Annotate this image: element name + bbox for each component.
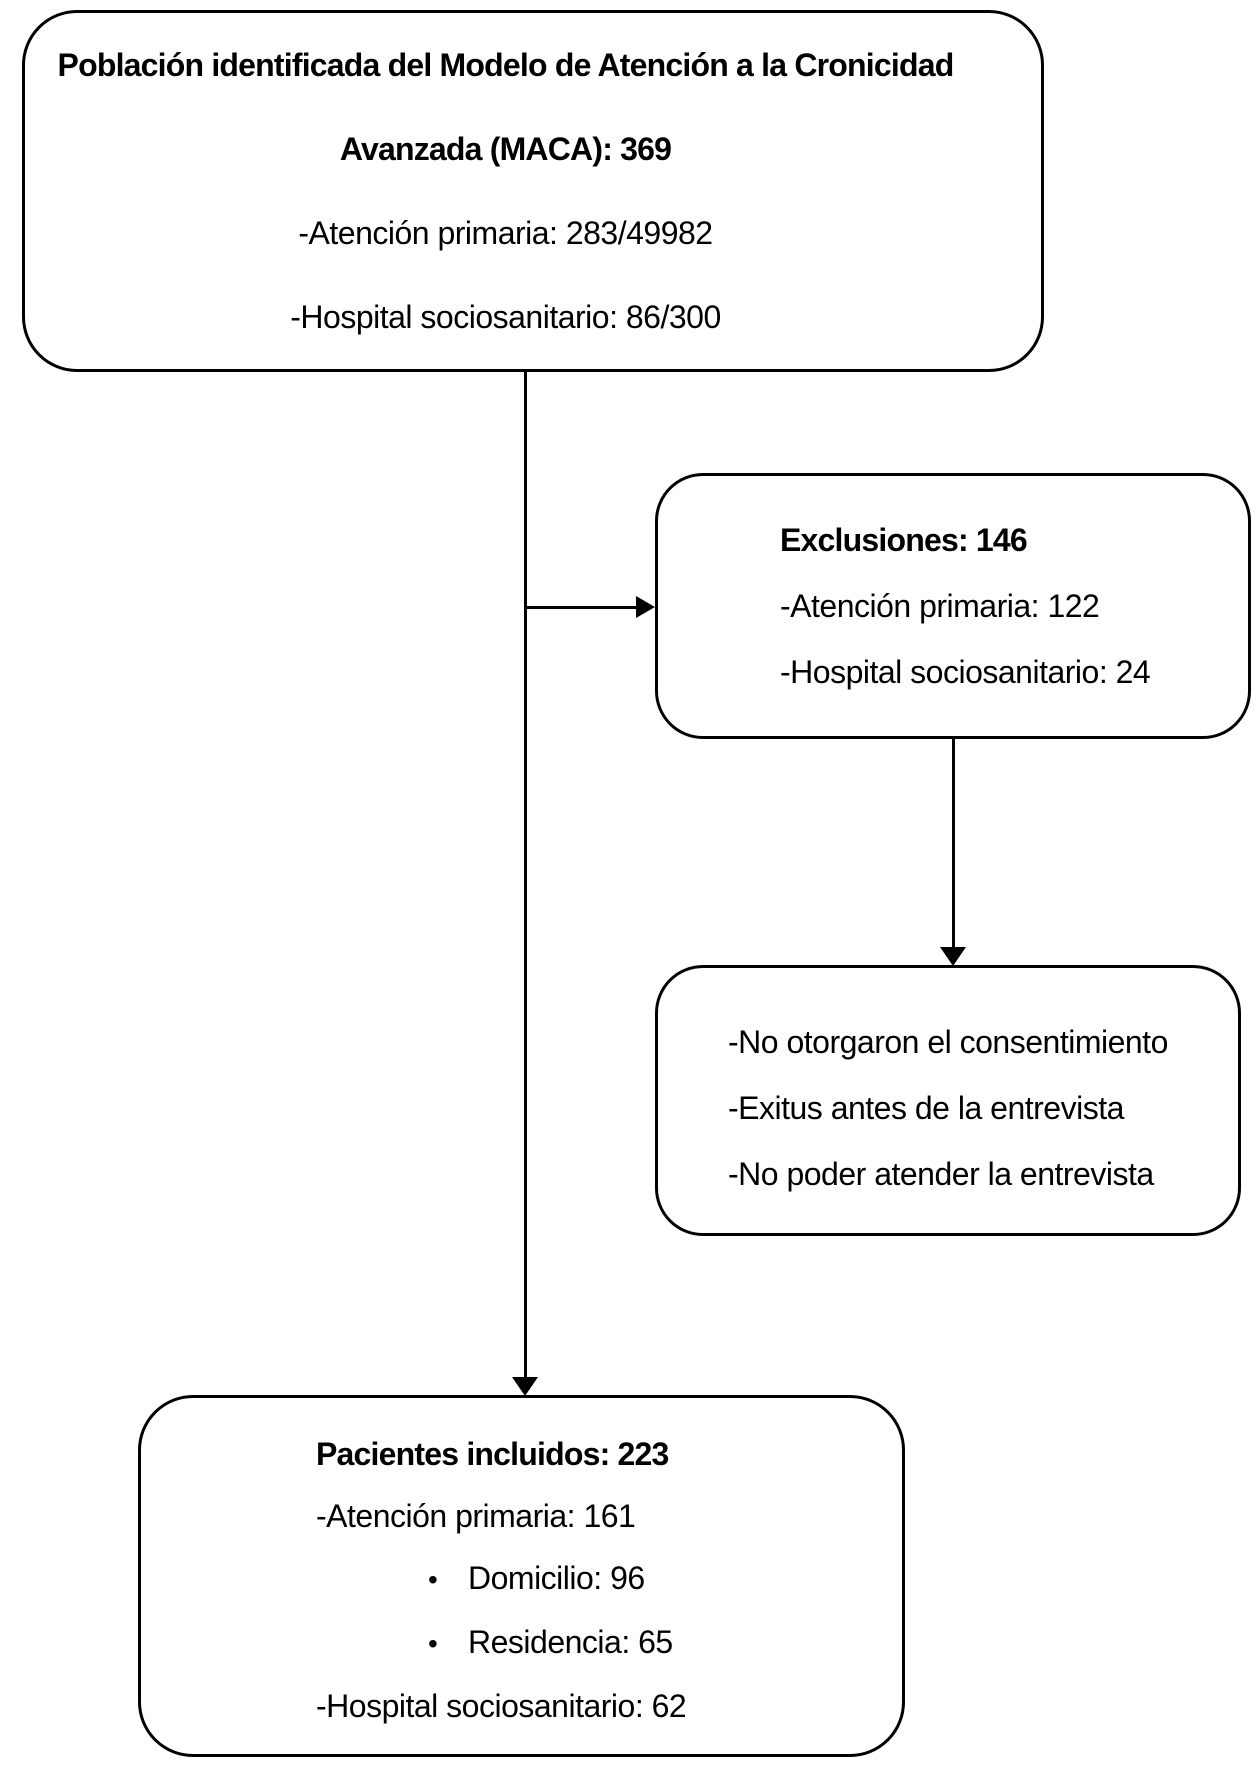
included-item-hospital: -Hospital sociosanitario: 62 bbox=[316, 1688, 687, 1724]
exclusions-box: Exclusiones: 146 -Atención primaria: 122… bbox=[655, 473, 1251, 739]
included-item-primary-care: -Atención primaria: 161 bbox=[316, 1498, 636, 1534]
bullet-icon: • bbox=[428, 1564, 438, 1595]
reason-item-no-interview: -No poder atender la entrevista bbox=[728, 1155, 1154, 1192]
exclusions-item-primary-care: -Atención primaria: 122 bbox=[780, 588, 1100, 624]
main-flow-arrowhead-down-icon bbox=[512, 1377, 538, 1396]
population-heading-line1: Población identificada del Modelo de Ate… bbox=[57, 47, 955, 83]
population-item-hospital: -Hospital sociosanitario: 86/300 bbox=[290, 299, 721, 335]
main-flow-line bbox=[524, 372, 527, 1377]
included-patients-box: Pacientes incluidos: 223 -Atención prima… bbox=[138, 1395, 905, 1757]
reason-item-no-consent: -No otorgaron el consentimiento bbox=[728, 1023, 1168, 1060]
included-bullet-item-residencia: • Residencia: 65 bbox=[316, 1611, 902, 1675]
included-bullet-item-domicilio: • Domicilio: 96 bbox=[316, 1547, 902, 1611]
exclusions-to-reasons-arrowhead-down-icon bbox=[940, 947, 966, 966]
exclusions-to-reasons-line bbox=[952, 739, 955, 947]
population-item-primary-care: -Atención primaria: 283/49982 bbox=[298, 215, 713, 251]
included-heading: Pacientes incluidos: 223 bbox=[316, 1436, 669, 1472]
included-bullet-item-residencia-label: Residencia: 65 bbox=[468, 1624, 673, 1660]
included-bullet-item-domicilio-label: Domicilio: 96 bbox=[468, 1560, 645, 1596]
population-box: Población identificada del Modelo de Ate… bbox=[22, 10, 1044, 372]
exclusions-item-hospital: -Hospital sociosanitario: 24 bbox=[780, 654, 1151, 690]
population-heading-line2: Avanzada (MACA): 369 bbox=[339, 131, 672, 167]
exclusions-branch-arrowhead-right-icon bbox=[636, 596, 655, 618]
exclusion-reasons-box: -No otorgaron el consentimiento -Exitus … bbox=[655, 965, 1241, 1236]
bullet-icon: • bbox=[428, 1628, 438, 1659]
exclusions-branch-line bbox=[526, 606, 636, 609]
reason-item-exitus: -Exitus antes de la entrevista bbox=[728, 1089, 1124, 1126]
exclusions-heading: Exclusiones: 146 bbox=[780, 522, 1028, 558]
